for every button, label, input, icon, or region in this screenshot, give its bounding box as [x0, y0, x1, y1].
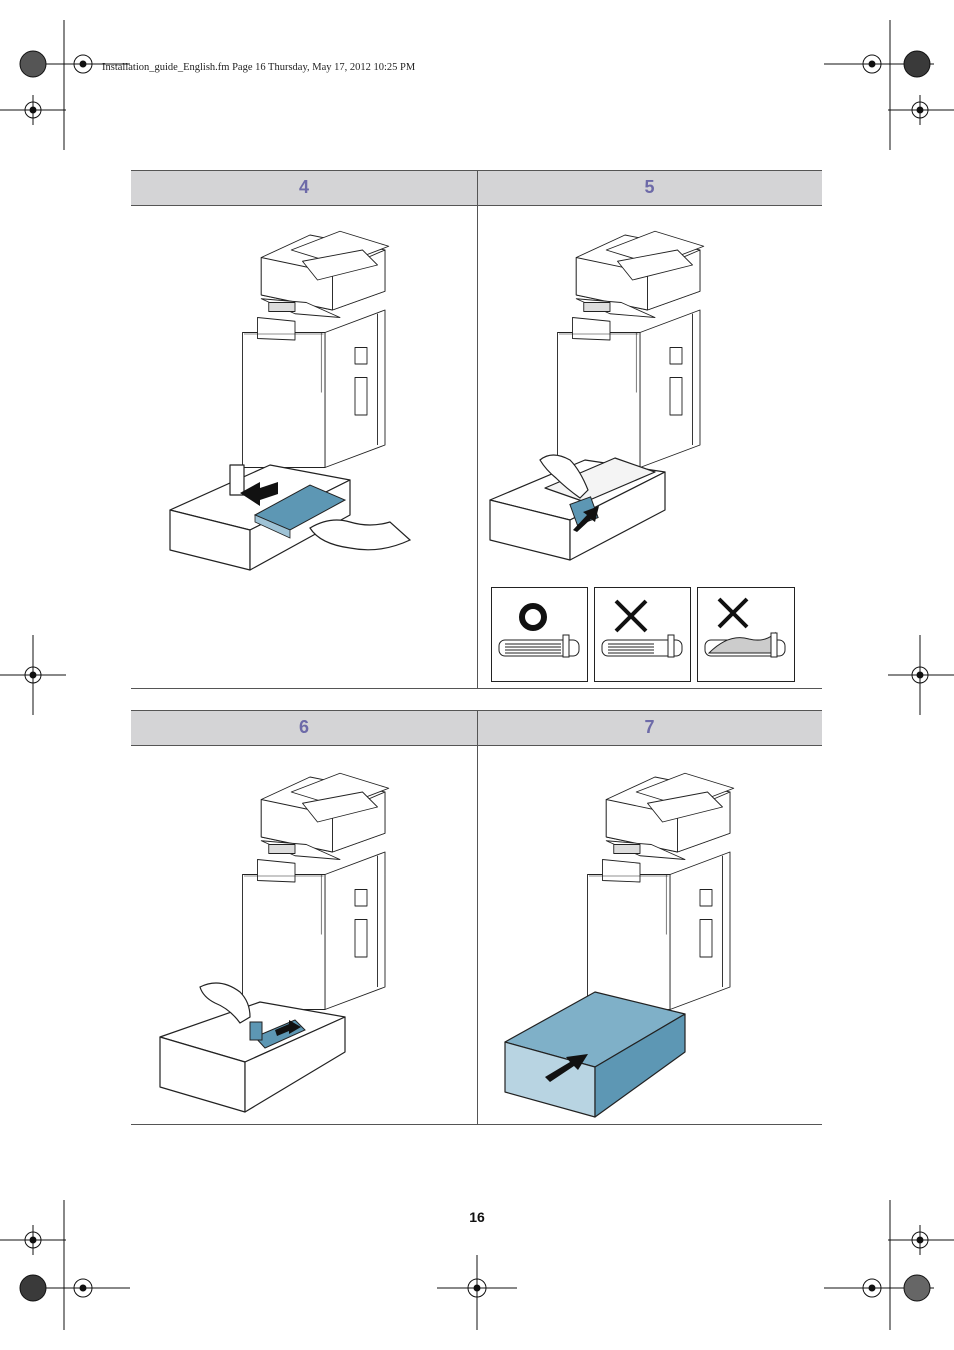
incorrect-loading-example — [697, 587, 795, 682]
step-6-illustration — [159, 772, 390, 1113]
steps-table-top: 4 5 — [131, 170, 822, 689]
print-header: Installation_guide_English.fm Page 16 Th… — [102, 62, 416, 73]
step-4-illustration — [169, 230, 412, 571]
page-number: 16 — [469, 1209, 485, 1225]
table-bottom-rule — [131, 688, 822, 689]
steps-table-bottom: 6 7 — [131, 710, 822, 1125]
paper-loading-examples — [491, 587, 795, 682]
step-7-illustration — [504, 772, 735, 1118]
column-divider — [477, 710, 478, 1125]
incorrect-loading-example — [594, 587, 691, 682]
step-5-illustration — [489, 230, 705, 561]
step-number: 5 — [644, 176, 655, 197]
step-number: 4 — [298, 176, 309, 197]
correct-loading-example — [491, 587, 588, 682]
step-number: 7 — [644, 716, 655, 737]
column-divider — [477, 170, 478, 689]
table-bottom-rule — [131, 1124, 822, 1125]
step-number: 6 — [298, 716, 309, 737]
header-row-bottom — [131, 710, 822, 746]
header-row-top — [131, 170, 822, 206]
